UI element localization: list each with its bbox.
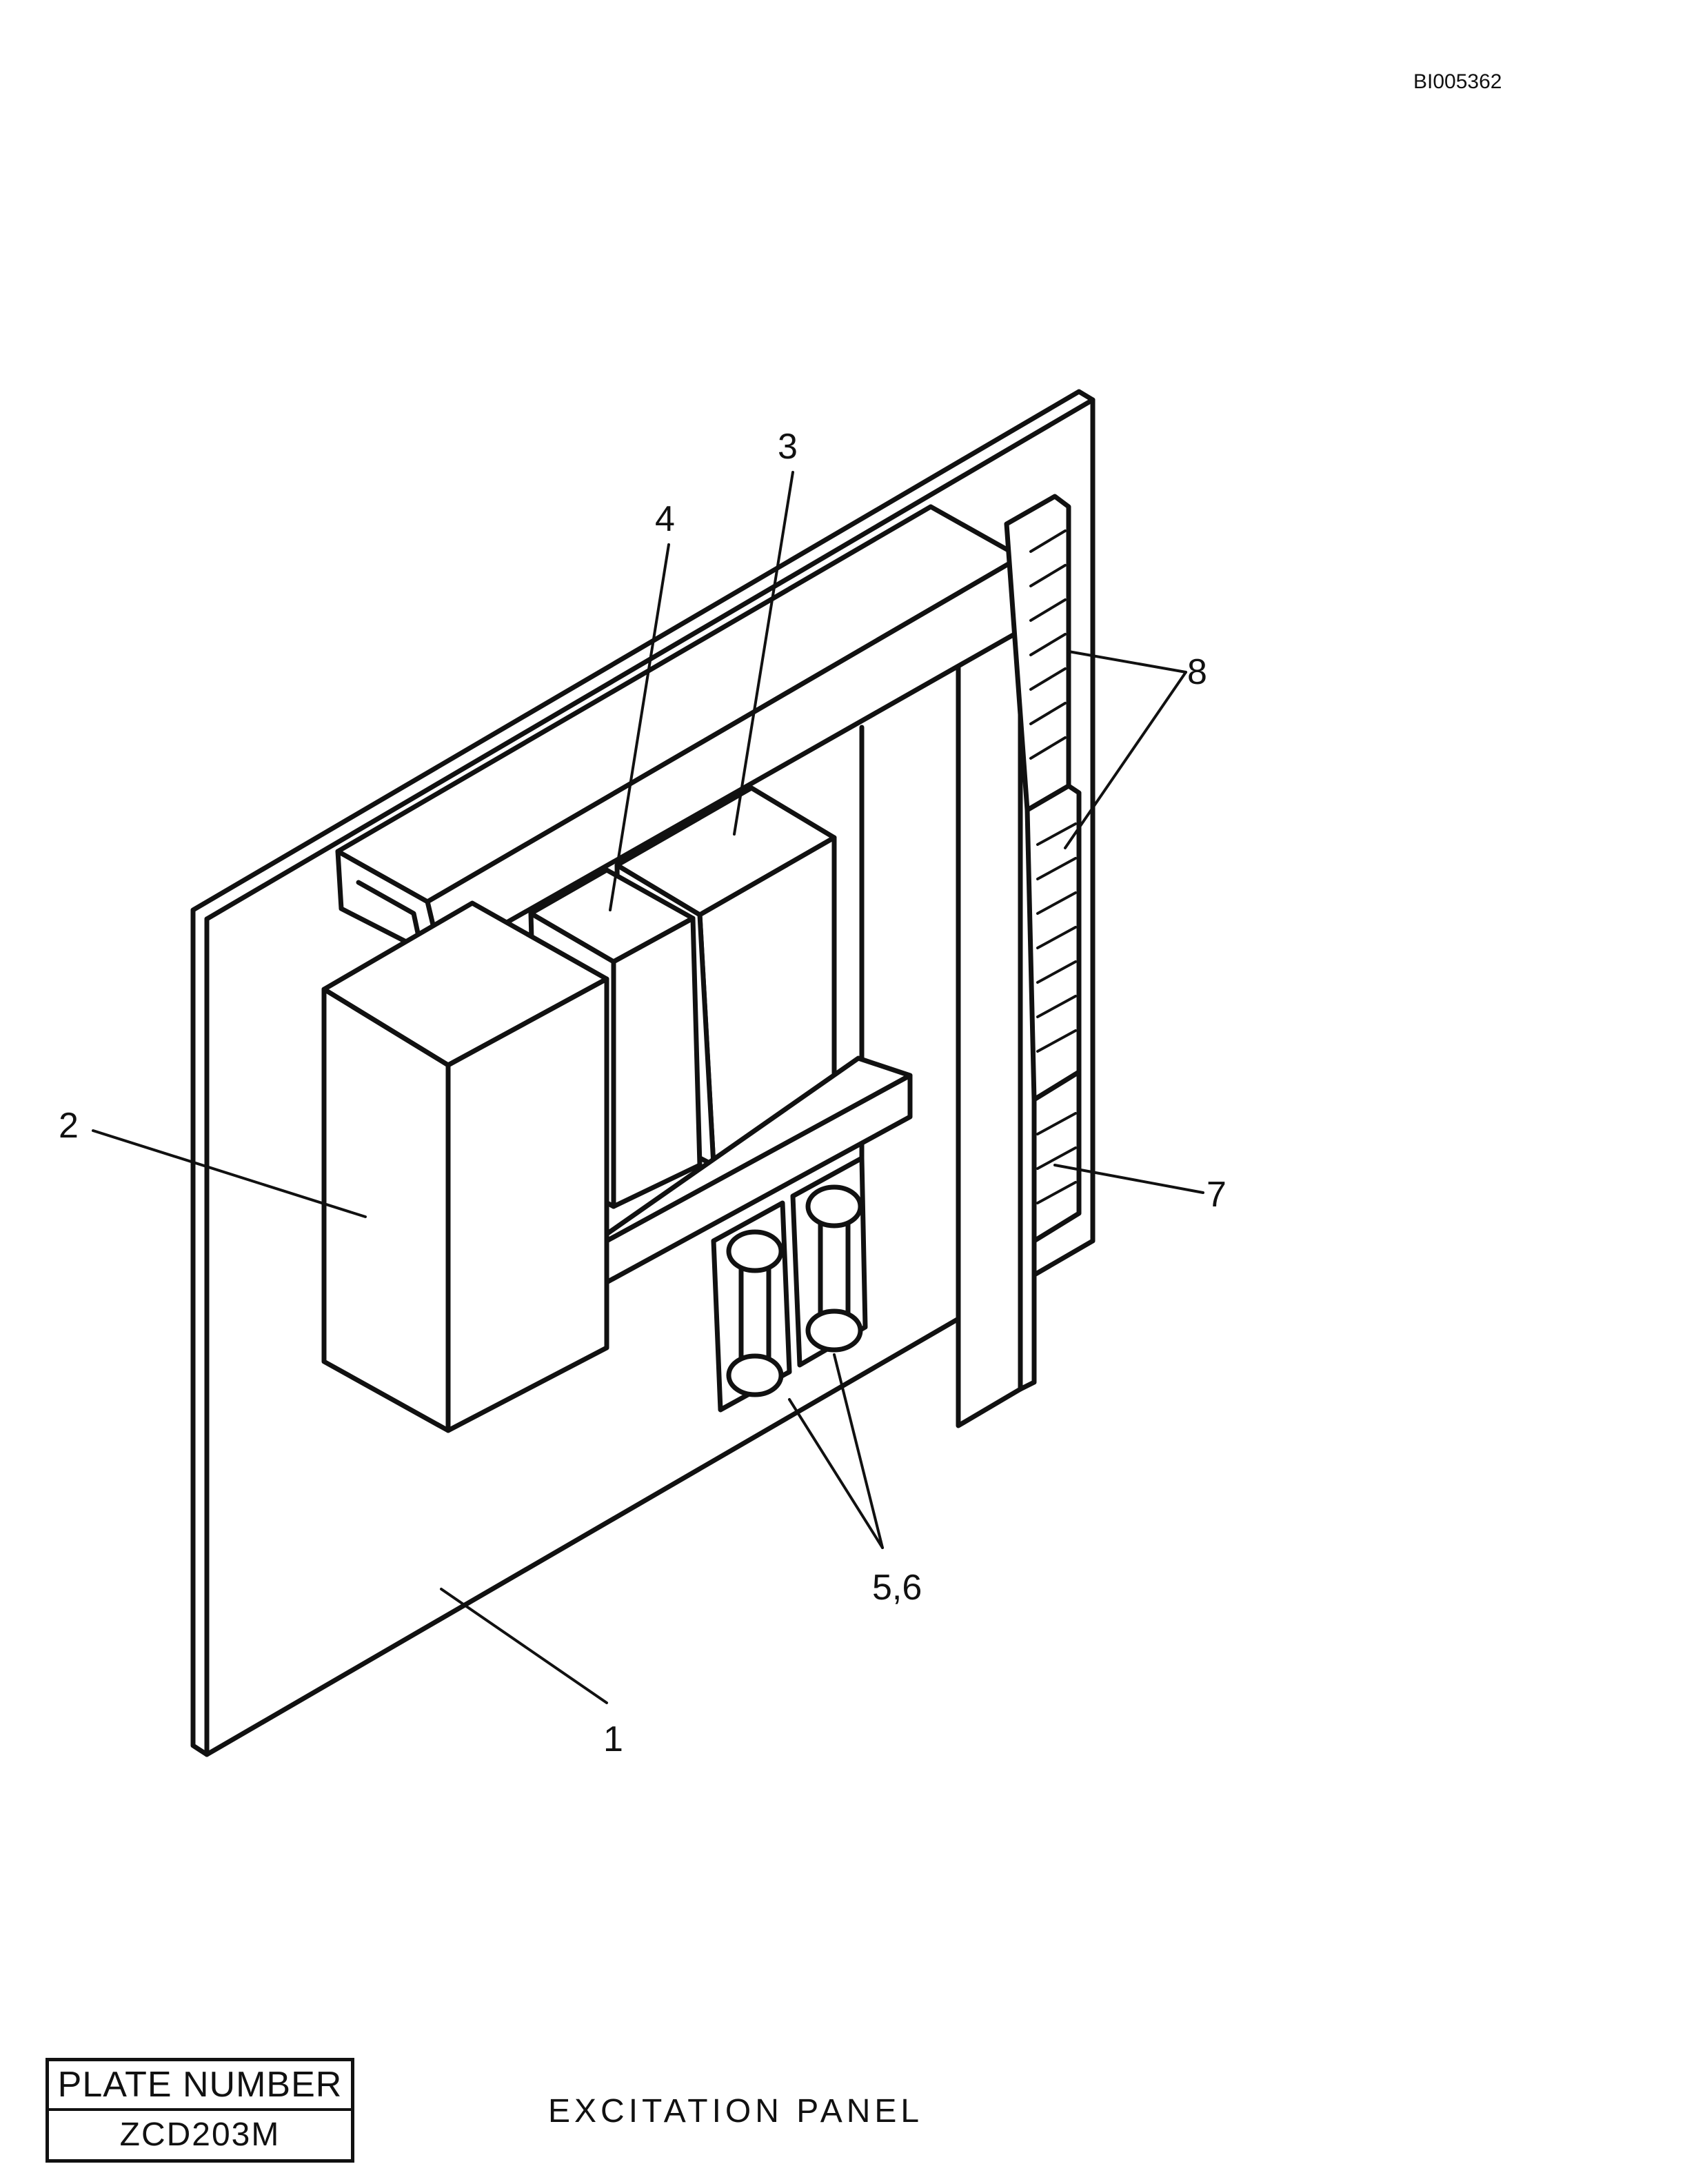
fuse-holder-right [790, 1155, 868, 1368]
callout-8: 8 [1187, 652, 1207, 692]
callout-2: 2 [59, 1106, 79, 1146]
document-id: BI005362 [1413, 70, 1502, 93]
callout-3: 3 [778, 427, 798, 467]
callout-7: 7 [1207, 1175, 1226, 1215]
panel-title: EXCITATION PANEL [548, 2093, 924, 2130]
callout-1: 1 [603, 1719, 623, 1759]
fuse-holder-left [711, 1200, 792, 1413]
plate-number-value: ZCD203M [119, 2116, 281, 2153]
terminal-strip-upper [1004, 494, 1071, 813]
component-2-block [321, 900, 609, 1433]
terminal-strip-middle [1024, 783, 1082, 1102]
callout-4: 4 [655, 499, 675, 539]
plate-number-box: PLATE NUMBER ZCD203M [46, 2058, 354, 2163]
terminal-strip-lower [1031, 1069, 1082, 1244]
leader-lines [92, 471, 1204, 1704]
plate-number-label: PLATE NUMBER [49, 2061, 351, 2111]
callout-5-6: 5,6 [872, 1568, 922, 1608]
